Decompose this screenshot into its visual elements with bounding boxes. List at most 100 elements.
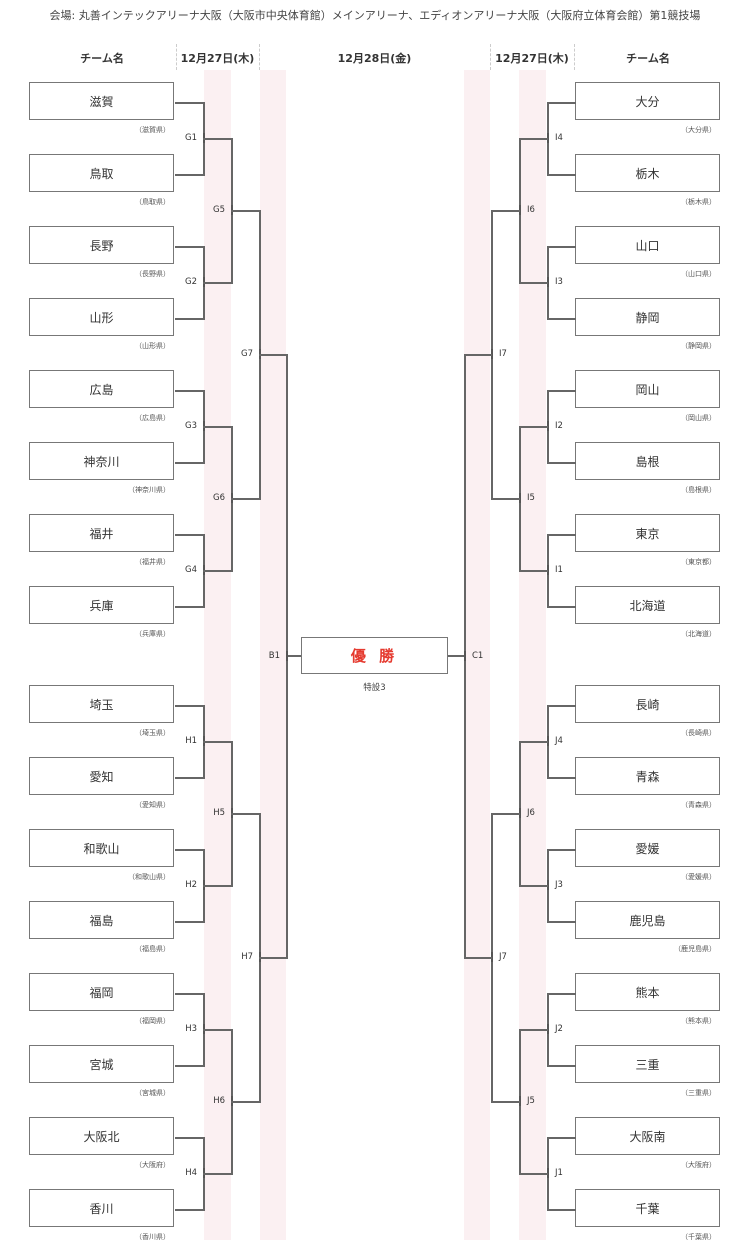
match-label: C1 <box>472 650 484 661</box>
bracket-line <box>231 498 260 500</box>
match-label: I2 <box>555 421 563 431</box>
prefecture-label: （三重県） <box>681 1089 716 1097</box>
prefecture-label: （島根県） <box>681 486 716 494</box>
prefecture-label: （埼玉県） <box>135 729 170 737</box>
match-label: B1 <box>268 650 280 661</box>
bracket-line <box>491 498 520 500</box>
prefecture-label: （宮城県） <box>135 1089 170 1097</box>
bracket-line <box>519 741 548 743</box>
match-label: H6 <box>213 1096 225 1106</box>
bracket-line <box>175 921 204 923</box>
header-date-center: 12月28日(金) <box>337 52 412 65</box>
match-label: H1 <box>185 736 197 746</box>
prefecture-label: （山形県） <box>135 342 170 350</box>
prefecture-label: （山口県） <box>681 270 716 278</box>
bracket-line <box>231 1101 260 1103</box>
prefecture-label: （愛媛県） <box>681 873 716 881</box>
team-box: 滋賀 <box>29 82 174 120</box>
team-box: 熊本 <box>575 973 720 1011</box>
column-stripe <box>204 70 231 1240</box>
team-box: 愛媛 <box>575 829 720 867</box>
prefecture-label: （北海道） <box>681 630 716 638</box>
bracket-line <box>464 957 492 959</box>
prefecture-label: （東京都） <box>681 558 716 566</box>
match-label: G3 <box>185 421 197 431</box>
prefecture-label: （神奈川県） <box>128 486 170 494</box>
team-box: 千葉 <box>575 1189 720 1227</box>
bracket-line <box>547 534 576 536</box>
bracket-line <box>547 849 576 851</box>
bracket-line <box>203 1029 232 1031</box>
team-box: 鹿児島 <box>575 901 720 939</box>
prefecture-label: （和歌山県） <box>128 873 170 881</box>
bracket-line <box>175 246 204 248</box>
bracket-line <box>519 1173 548 1175</box>
column-stripe <box>519 70 546 1240</box>
match-label: J6 <box>527 808 535 818</box>
team-box: 三重 <box>575 1045 720 1083</box>
team-box: 長野 <box>29 226 174 264</box>
bracket-line <box>175 849 204 851</box>
bracket-line <box>286 655 301 657</box>
team-box: 岡山 <box>575 370 720 408</box>
match-label: J2 <box>555 1024 563 1034</box>
bracket-line <box>175 1209 204 1211</box>
prefecture-label: （長崎県） <box>681 729 716 737</box>
bracket-line <box>519 1029 548 1031</box>
header-divider <box>176 44 177 70</box>
match-marker <box>285 650 288 661</box>
prefecture-label: （香川県） <box>135 1233 170 1241</box>
bracket-line <box>519 282 548 284</box>
match-label: J1 <box>555 1168 563 1178</box>
bracket-line <box>547 1137 576 1139</box>
header-date-left: 12月27日(木) <box>180 52 255 65</box>
team-box: 福井 <box>29 514 174 552</box>
match-label: J5 <box>527 1096 535 1106</box>
bracket-line <box>547 921 576 923</box>
team-box: 大阪南 <box>575 1117 720 1155</box>
prefecture-label: （青森県） <box>681 801 716 809</box>
column-stripe <box>464 70 490 1240</box>
bracket-line <box>547 1209 576 1211</box>
team-box: 大分 <box>575 82 720 120</box>
match-label: H7 <box>241 952 253 962</box>
team-box: 香川 <box>29 1189 174 1227</box>
bracket-line <box>175 390 204 392</box>
team-box: 山形 <box>29 298 174 336</box>
bracket-line <box>203 885 232 887</box>
match-label: J7 <box>499 952 507 962</box>
team-box: 長崎 <box>575 685 720 723</box>
bracket-line <box>203 1173 232 1175</box>
prefecture-label: （長野県） <box>135 270 170 278</box>
bracket-line <box>259 957 287 959</box>
match-label: G2 <box>185 277 197 287</box>
bracket-line <box>203 282 232 284</box>
match-label: G7 <box>241 349 253 359</box>
prefecture-label: （福岡県） <box>135 1017 170 1025</box>
team-box: 北海道 <box>575 586 720 624</box>
prefecture-label: （栃木県） <box>681 198 716 206</box>
bracket-line <box>175 993 204 995</box>
bracket-line <box>491 1101 520 1103</box>
match-label: I5 <box>527 493 535 503</box>
team-box: 栃木 <box>575 154 720 192</box>
header-divider <box>574 44 575 70</box>
match-label: J4 <box>555 736 563 746</box>
bracket-line <box>519 570 548 572</box>
bracket-line <box>175 102 204 104</box>
header-divider <box>259 44 260 70</box>
bracket-line <box>547 246 576 248</box>
team-box: 広島 <box>29 370 174 408</box>
team-box: 宮城 <box>29 1045 174 1083</box>
prefecture-label: （大分県） <box>681 126 716 134</box>
venue-text: 会場: 丸善インテックアリーナ大阪（大阪市中央体育館）メインアリーナ、エディオン… <box>49 9 701 22</box>
final-court-label: 特設3 <box>363 683 386 693</box>
bracket-line <box>203 570 232 572</box>
bracket-line <box>175 705 204 707</box>
bracket-line <box>519 138 548 140</box>
match-marker <box>463 650 466 661</box>
match-label: H4 <box>185 1168 197 1178</box>
match-label: J3 <box>555 880 563 890</box>
bracket-line <box>175 462 204 464</box>
